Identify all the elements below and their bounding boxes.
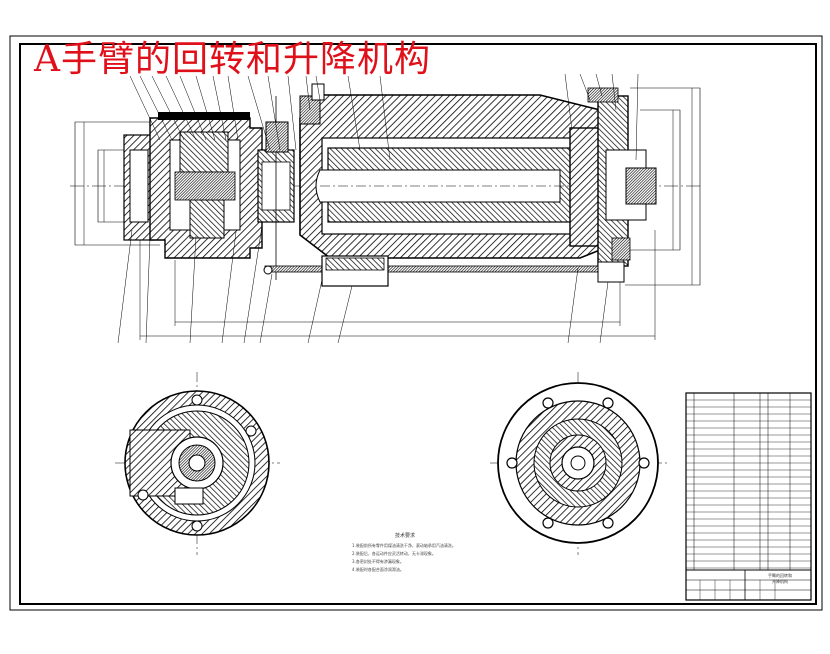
section-view-left <box>115 372 280 555</box>
sheet-outer-border <box>9 35 823 611</box>
title-block-name: 手臂的回转和 升降机构 <box>752 573 808 585</box>
title-block-name-line2: 升降机构 <box>772 579 788 584</box>
title-block-name-line1: 手臂的回转和 <box>768 573 792 578</box>
notes-heading: 技术要求 <box>395 533 416 539</box>
note-line: 1.装配前所有零件用煤油清洗干净，滚动轴承用汽油清洗。 <box>352 543 456 548</box>
main-section-view <box>70 73 701 344</box>
drawing-title: A手臂的回转和升降机构 <box>34 39 431 80</box>
note-line: 4.装配时各配合面涂润滑油。 <box>352 567 404 572</box>
title-block <box>686 569 811 600</box>
note-line: 3.各密封处不得有渗漏现象。 <box>352 559 404 564</box>
note-line: 2.装配后，各运动件应灵活转动，无卡滞现象。 <box>352 551 436 556</box>
sheet-inner-border <box>19 43 817 605</box>
parts-list <box>685 392 812 601</box>
section-view-right <box>490 372 668 555</box>
parts-list-rows <box>686 399 811 569</box>
